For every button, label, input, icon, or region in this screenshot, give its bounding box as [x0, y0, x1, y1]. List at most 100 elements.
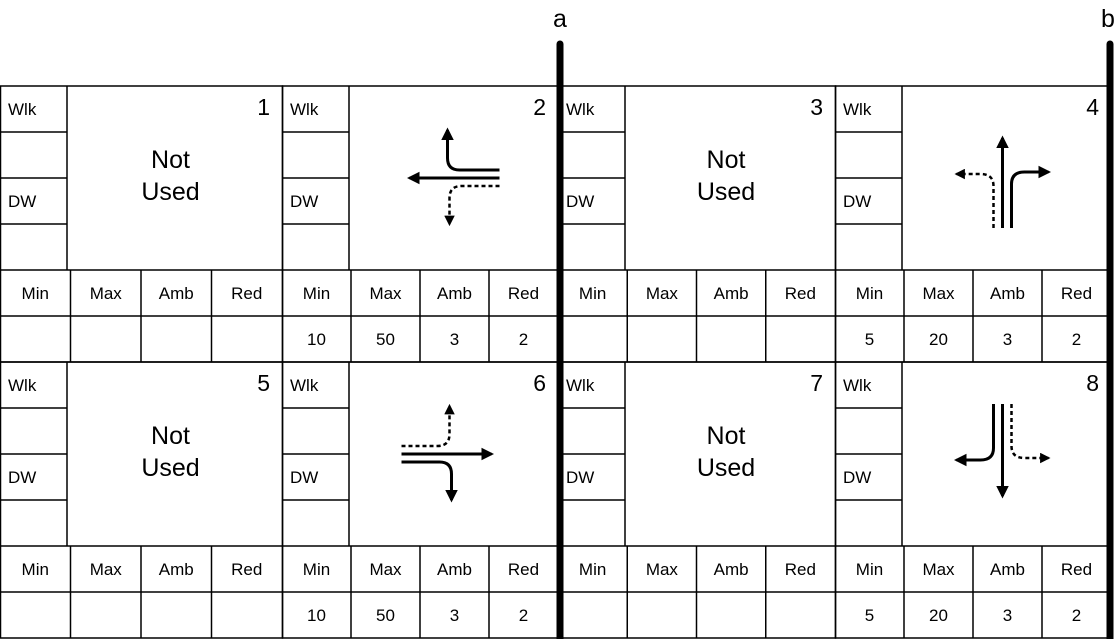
right-turn-arrow: [953, 404, 995, 467]
min-value: 5: [865, 606, 874, 625]
max-value: 20: [929, 330, 948, 349]
not-used-label: Used: [697, 454, 755, 482]
red-header: Red: [508, 560, 539, 579]
dont-walk-label: DW: [843, 468, 871, 487]
max-value: 20: [929, 606, 948, 625]
amber-value: 3: [1003, 606, 1012, 625]
max-header: Max: [922, 560, 955, 579]
amber-value: 3: [1003, 330, 1012, 349]
not-used-label: Used: [697, 178, 755, 206]
walk-label: Wlk: [843, 376, 872, 395]
max-header: Max: [369, 560, 402, 579]
amber-header: Amb: [990, 560, 1025, 579]
max-header: Max: [646, 560, 679, 579]
amber-header: Amb: [159, 560, 194, 579]
not-used-label: Not: [151, 146, 190, 174]
walk-label: Wlk: [290, 100, 319, 119]
max-value: 50: [376, 330, 395, 349]
movement-arrows-icon: [406, 127, 500, 227]
max-header: Max: [90, 284, 123, 303]
not-used-label: Not: [151, 422, 190, 450]
red-header: Red: [508, 284, 539, 303]
walk-label: Wlk: [8, 376, 37, 395]
right-turn-arrow: [441, 127, 500, 172]
red-header: Red: [785, 284, 816, 303]
amber-header: Amb: [159, 284, 194, 303]
right-turn-arrow: [401, 460, 458, 503]
min-header: Min: [579, 560, 606, 579]
red-header: Red: [1061, 284, 1092, 303]
left-turn-arrow: [444, 184, 500, 227]
phase-number: 4: [1086, 94, 1099, 120]
red-header: Red: [1061, 560, 1092, 579]
walk-label: Wlk: [566, 100, 595, 119]
red-value: 2: [1072, 606, 1081, 625]
max-header: Max: [922, 284, 955, 303]
dont-walk-label: DW: [566, 192, 594, 211]
walk-label: Wlk: [290, 376, 319, 395]
amber-header: Amb: [990, 284, 1025, 303]
phase-number: 1: [257, 94, 270, 120]
dont-walk-label: DW: [843, 192, 871, 211]
left-turn-arrow: [954, 168, 995, 228]
dont-walk-label: DW: [290, 468, 318, 487]
movement-arrows-icon: [954, 135, 1052, 228]
movement-arrows-icon: [401, 403, 495, 503]
right-turn-arrow: [1010, 165, 1052, 228]
ring-marker-a: a: [553, 5, 567, 33]
min-header: Min: [856, 284, 883, 303]
phase-number: 8: [1086, 370, 1099, 396]
dont-walk-label: DW: [8, 192, 36, 211]
phase-number: 6: [533, 370, 546, 396]
min-header: Min: [303, 284, 330, 303]
min-header: Min: [22, 560, 49, 579]
not-used-label: Used: [141, 178, 199, 206]
walk-label: Wlk: [843, 100, 872, 119]
min-value: 10: [307, 330, 326, 349]
not-used-label: Not: [707, 422, 746, 450]
red-header: Red: [231, 560, 262, 579]
min-header: Min: [579, 284, 606, 303]
ring-marker-b: b: [1101, 5, 1115, 33]
amber-header: Amb: [437, 284, 472, 303]
walk-label: Wlk: [566, 376, 595, 395]
red-value: 2: [519, 330, 528, 349]
phase-number: 7: [810, 370, 823, 396]
phase-number: 3: [810, 94, 823, 120]
not-used-label: Not: [707, 146, 746, 174]
left-turn-arrow: [1010, 404, 1051, 464]
min-header: Min: [856, 560, 883, 579]
amber-value: 3: [450, 330, 459, 349]
max-value: 50: [376, 606, 395, 625]
not-used-label: Used: [141, 454, 199, 482]
min-value: 5: [865, 330, 874, 349]
max-header: Max: [369, 284, 402, 303]
dont-walk-label: DW: [8, 468, 36, 487]
max-header: Max: [646, 284, 679, 303]
min-value: 10: [307, 606, 326, 625]
phase-number: 5: [257, 370, 270, 396]
red-header: Red: [231, 284, 262, 303]
min-header: Min: [22, 284, 49, 303]
dont-walk-label: DW: [566, 468, 594, 487]
min-header: Min: [303, 560, 330, 579]
phase-number: 2: [533, 94, 546, 120]
red-value: 2: [519, 606, 528, 625]
movement-arrows-icon: [953, 404, 1051, 499]
red-header: Red: [785, 560, 816, 579]
dont-walk-label: DW: [290, 192, 318, 211]
ring-barriers: [556, 40, 1114, 643]
walk-label: Wlk: [8, 100, 37, 119]
left-turn-arrow: [401, 403, 455, 448]
amber-header: Amb: [714, 284, 749, 303]
